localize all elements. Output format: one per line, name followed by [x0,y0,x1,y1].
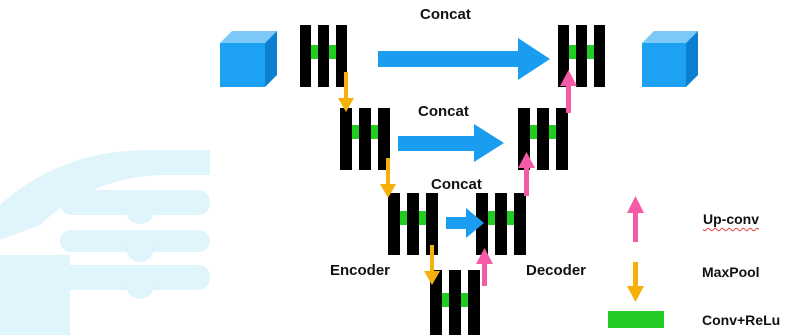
output-cube-icon [642,31,698,87]
legend-maxpool-label: MaxPool [702,264,760,280]
upconv-arrow-1-icon [560,70,577,113]
background-watermark [0,150,210,335]
maxpool-arrow-2-icon [380,158,396,198]
legend-convrelu-swatch [608,311,664,328]
decoder-block-level1 [558,25,605,87]
bottleneck-block [430,270,480,335]
concat-arrow-level3-icon [446,208,484,238]
decoder-label: Decoder [526,262,587,279]
legend-maxpool-arrow-icon [627,262,644,302]
encoder-block-level2 [340,108,390,170]
concat-label-level1: Concat [420,6,471,23]
legend-convrelu-label: Conv+ReLu [702,312,781,328]
concat-label-level3: Concat [431,176,482,193]
maxpool-arrow-1-icon [338,72,354,112]
concat-label-level2: Concat [418,103,469,120]
encoder-label: Encoder [330,262,391,279]
legend-upconv-label: Up-conv [703,211,759,227]
decoder-block-level3 [476,193,526,255]
input-cube-icon [220,31,277,87]
concat-arrow-level1-icon [378,38,550,80]
encoder-block-level1 [300,25,347,87]
legend-upconv-arrow-icon [627,196,644,242]
concat-arrow-level2-icon [398,124,504,162]
encoder-block-level3 [388,193,438,255]
upconv-arrow-2-icon [518,152,535,196]
upconv-arrow-3-icon [476,248,493,286]
maxpool-arrow-3-icon [424,245,440,285]
